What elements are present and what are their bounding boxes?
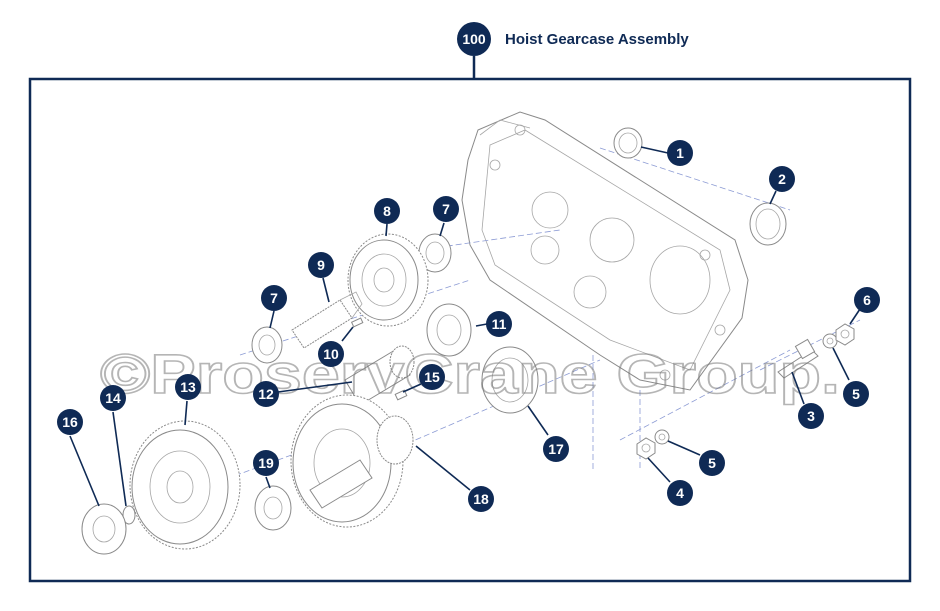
callout-label: 11 xyxy=(492,316,507,332)
callout-circle xyxy=(100,385,126,411)
callout-label: 6 xyxy=(863,292,871,308)
key-10 xyxy=(350,317,364,328)
retaining-ring-14 xyxy=(122,505,136,525)
callout-5: 5 xyxy=(699,450,725,476)
callout-label: 7 xyxy=(270,290,278,306)
callout-circle xyxy=(261,285,287,311)
bearing-11 xyxy=(426,303,472,357)
bearing-16 xyxy=(81,503,127,555)
pinion-shaft-9 xyxy=(291,291,363,349)
stud-bolt-3 xyxy=(777,338,819,379)
callout-label: 17 xyxy=(548,441,564,457)
callout-5: 5 xyxy=(843,381,869,407)
callout-circle xyxy=(854,287,880,313)
callout-circle xyxy=(253,450,279,476)
callout-label: 15 xyxy=(424,369,440,385)
callout-circle xyxy=(468,486,494,512)
callout-circle xyxy=(798,403,824,429)
callout-circle xyxy=(419,364,445,390)
callout-circle xyxy=(253,381,279,407)
callout-4: 4 xyxy=(667,480,693,506)
assembly-number: 100 xyxy=(462,31,486,47)
callout-circle xyxy=(486,311,512,337)
bearing-7-lower xyxy=(251,326,283,364)
callout-10: 10 xyxy=(318,341,344,367)
callout-label: 18 xyxy=(473,491,489,507)
hex-nut-4 xyxy=(636,437,656,460)
callout-11: 11 xyxy=(486,311,512,337)
callout-label: 14 xyxy=(105,390,121,406)
seal-17 xyxy=(481,346,539,414)
callout-label: 19 xyxy=(258,455,274,471)
callout-circle xyxy=(667,480,693,506)
callout-circle xyxy=(175,374,201,400)
key-15 xyxy=(394,389,408,401)
watermark: ©ProservCrane Group. xyxy=(100,342,840,405)
shaft-12 xyxy=(344,345,415,406)
callout-label: 12 xyxy=(258,386,274,402)
callout-9: 9 xyxy=(308,252,334,278)
callout-label: 8 xyxy=(383,203,391,219)
callout-circle xyxy=(667,140,693,166)
callout-label: 5 xyxy=(708,455,716,471)
gear-shaft-18 xyxy=(290,394,414,528)
callout-15: 15 xyxy=(419,364,445,390)
callout-circle xyxy=(699,450,725,476)
callout-label: 4 xyxy=(676,485,684,501)
callout-circle xyxy=(318,341,344,367)
callout-label: 5 xyxy=(852,386,860,402)
callout-label: 13 xyxy=(180,379,196,395)
callout-circle xyxy=(843,381,869,407)
callout-label: 1 xyxy=(676,145,684,161)
callout-circle xyxy=(433,196,459,222)
callout-label: 16 xyxy=(62,414,78,430)
callout-16: 16 xyxy=(57,409,83,435)
gear-13 xyxy=(129,420,241,550)
washer-5-lower xyxy=(654,429,670,445)
callout-label: 9 xyxy=(317,257,325,273)
callout-17: 17 xyxy=(543,436,569,462)
callout-19: 19 xyxy=(253,450,279,476)
gearcase-housing xyxy=(461,111,749,391)
callout-circle xyxy=(543,436,569,462)
callout-7: 7 xyxy=(433,196,459,222)
bearing-19 xyxy=(254,485,292,531)
seal-ring-1 xyxy=(613,127,643,159)
callout-circle xyxy=(308,252,334,278)
callout-8: 8 xyxy=(374,198,400,224)
callout-1: 1 xyxy=(667,140,693,166)
assembly-title: Hoist Gearcase Assembly xyxy=(505,31,689,48)
callout-14: 14 xyxy=(100,385,126,411)
callout-label: 7 xyxy=(442,201,450,217)
callout-label: 10 xyxy=(323,346,339,362)
seal-ring-2 xyxy=(749,202,787,246)
callout-12: 12 xyxy=(253,381,279,407)
assembly-frame xyxy=(28,77,912,583)
callout-13: 13 xyxy=(175,374,201,400)
callout-label: 2 xyxy=(778,171,786,187)
callout-3: 3 xyxy=(798,403,824,429)
leader-lines xyxy=(69,146,861,507)
callout-circle xyxy=(57,409,83,435)
callout-2: 2 xyxy=(769,166,795,192)
callout-7: 7 xyxy=(261,285,287,311)
callout-18: 18 xyxy=(468,486,494,512)
assembly-number-badge: 100 xyxy=(457,22,491,56)
callout-circle xyxy=(769,166,795,192)
gear-8 xyxy=(347,233,429,327)
hex-nut-6 xyxy=(835,323,855,346)
callout-label: 3 xyxy=(807,408,815,424)
callout-circle xyxy=(374,198,400,224)
callout-6: 6 xyxy=(854,287,880,313)
